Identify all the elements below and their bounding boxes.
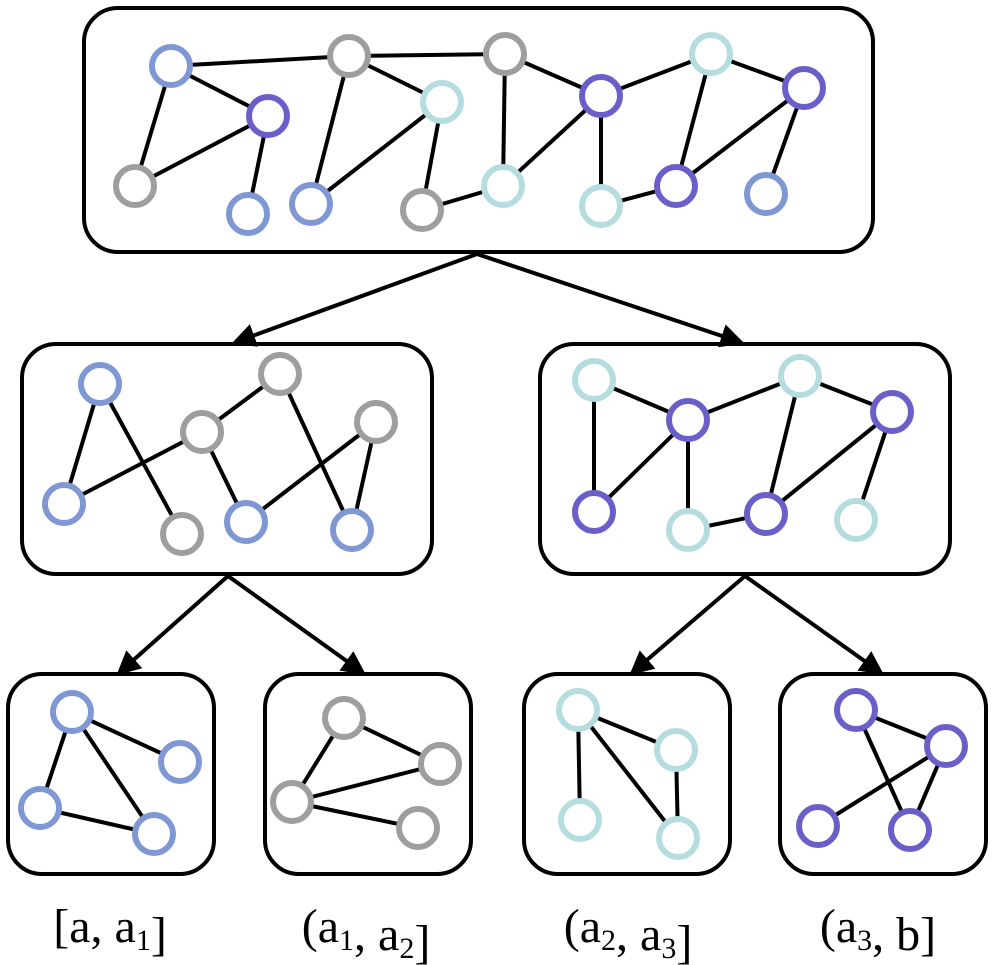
right-edge-9	[764, 410, 894, 516]
right-node-1	[572, 358, 616, 402]
left-edge-3	[63, 430, 203, 506]
leaf-2-node-1	[322, 696, 366, 740]
root-edge-9	[309, 100, 444, 206]
leaf-1-node-3	[18, 786, 62, 830]
leaf-4-node-3	[796, 804, 840, 848]
right-node-5	[778, 354, 822, 398]
leaf-3-node-4	[656, 816, 700, 860]
left-node-5	[258, 352, 302, 396]
root-node-8	[400, 188, 444, 232]
root-node-9	[483, 32, 527, 76]
leaf-3-edge-3	[576, 708, 680, 840]
root-node-15	[654, 164, 698, 208]
leaf-3-node-1	[556, 688, 600, 732]
root-node-1	[149, 44, 193, 88]
left-edge-6	[278, 373, 354, 531]
root-node-16	[744, 172, 788, 216]
interval-caption-4: (a3, b]	[820, 900, 936, 961]
right-node-6	[870, 390, 914, 434]
leaf-2-node-3	[270, 780, 314, 824]
hierarchy-arrows	[116, 252, 884, 676]
root-node-13	[782, 66, 826, 110]
hierarchy-arrow-4	[226, 574, 366, 675]
leaf-2-node-2	[418, 742, 462, 786]
hierarchy-arrow-3	[116, 574, 230, 676]
hierarchy-arrow-2	[476, 252, 745, 348]
leaf-1-node-4	[132, 812, 176, 856]
leaf-1-node-1	[50, 690, 94, 734]
leaf-4-node-4	[888, 808, 932, 852]
left-node-3	[160, 512, 204, 556]
leaf-1-edge-3	[70, 710, 156, 836]
root-edge-6	[348, 52, 506, 58]
root-node-6	[420, 80, 464, 124]
right-node-3	[666, 398, 710, 442]
interval-captions: [a, a1] (a1, a2] (a2, a3] (a3, b]	[53, 900, 936, 965]
graph-nodes	[18, 32, 968, 860]
root-edge-4	[134, 114, 269, 188]
leaf-4-edge-3	[816, 744, 948, 828]
root-graph-box	[82, 6, 875, 254]
left-node-8	[330, 508, 374, 552]
root-node-4	[226, 192, 270, 236]
interval-caption-2: (a1, a2]	[302, 900, 431, 965]
root-node-14	[579, 184, 623, 228]
root-node-11	[579, 74, 623, 118]
interval-caption-3: (a2, a3]	[564, 900, 693, 965]
right-node-8	[834, 498, 878, 542]
leaf-2-node-4	[396, 806, 440, 850]
root-node-2	[246, 94, 290, 138]
root-node-12	[689, 32, 733, 76]
leaf-1-node-2	[158, 740, 202, 784]
hierarchy-arrow-1	[231, 252, 478, 347]
root-node-10	[481, 164, 525, 208]
root-edge-14	[501, 94, 603, 188]
root-edge-7	[309, 55, 351, 205]
leaf-3-node-2	[654, 728, 698, 772]
left-node-7	[224, 500, 268, 544]
right-edge-8	[764, 375, 802, 515]
hierarchy-arrow-5	[629, 574, 747, 676]
interval-caption-1: [a, a1]	[53, 900, 167, 961]
leaf-2-edge-3	[291, 762, 441, 804]
leaf-3-node-3	[558, 798, 602, 842]
right-node-7	[744, 492, 788, 536]
left-node-6	[354, 400, 398, 444]
root-node-3	[113, 164, 157, 208]
left-node-1	[78, 362, 122, 406]
graph-boxes	[6, 6, 988, 876]
left-node-4	[180, 410, 224, 454]
leaf-4-node-2	[924, 724, 968, 768]
hierarchy-arrow-6	[743, 574, 884, 675]
root-edge-3	[170, 54, 350, 68]
left-node-2	[42, 482, 86, 526]
leaf-4-node-1	[834, 688, 878, 732]
right-node-4	[666, 508, 710, 552]
root-node-5	[327, 34, 371, 78]
right-node-2	[572, 490, 616, 534]
left-subgraph-box	[20, 342, 434, 576]
root-node-7	[289, 182, 333, 226]
root-edge-20	[674, 86, 806, 188]
left-edge-2	[98, 383, 184, 535]
root-edge-18	[674, 53, 713, 187]
root-edge-12	[501, 53, 507, 187]
left-edge-8	[244, 420, 378, 524]
